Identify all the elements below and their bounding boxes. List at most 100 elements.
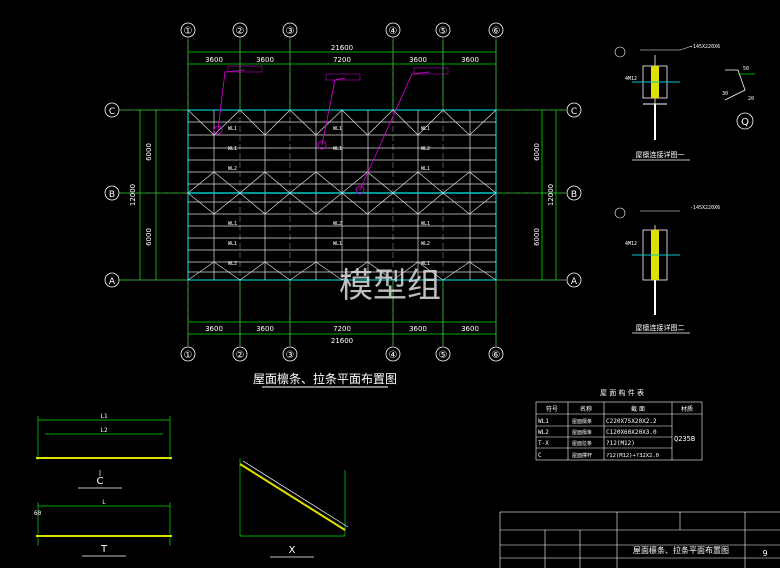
right-dimensions [496,109,566,281]
brace-line [469,261,497,281]
bottom-dim-5: 3600 [461,325,479,333]
table-header-section: 截 面 [631,405,645,413]
left-dim-1: 6000 [145,143,153,161]
brace-line [289,109,317,136]
table-row4-symbol: C [538,452,542,459]
detail-one-spec: -145X220X6 [690,44,720,50]
brace-line [239,109,266,136]
brace-line [289,171,317,194]
brace-line [442,261,470,281]
brace-line [367,109,394,136]
wl-label: WL1 [333,241,342,247]
brace-line [213,171,241,194]
brace-line [213,192,241,215]
brace-line [264,109,291,136]
detail-c-dim-l1: L1 [100,413,108,420]
rafter-lines [213,110,471,280]
axis-label-left-a: A [109,277,116,287]
main-title: 屋面檩条、拉条平面布置图 [253,371,397,386]
table-row1-section: C220X75X20X2.2 [606,418,657,425]
brace-line [239,261,266,281]
wl-label: WL1 [228,126,237,132]
axis-label-left-c: C [109,107,115,117]
brace-line [264,261,291,281]
brace-line [469,171,497,194]
axis-label-right-c: C [571,107,577,117]
brace-line [392,109,419,136]
detail-c-dim-l2: L2 [100,427,108,434]
wl-label: WL1 [421,221,430,227]
brace-line [469,192,497,215]
detail-two-title: 屋檩连接详图二 [636,323,685,332]
left-total-dim: 12000 [129,184,137,206]
detail-t-dim-60: 60 [34,510,42,517]
brace-line [289,192,317,215]
axis-label-top-2: ② [236,26,245,37]
title-block [499,511,780,568]
table-header-name: 名称 [580,405,592,413]
table-row4-section: ?12(M12)+?32X2.0 [606,453,659,459]
axis-label-bottom-4: ④ [389,350,398,361]
axis-label-right-b: B [571,190,577,200]
wl-label: WL1 [421,261,430,267]
axis-label-top-3: ③ [286,26,295,37]
brace-line [213,261,241,281]
axis-label-bottom-2: ② [236,350,245,361]
detail-t [36,502,172,546]
brace-line [187,109,215,136]
axis-label-bottom-6: ⑥ [492,350,501,361]
wl-labels: WL1WL1WL2WL1WL1WL2WL1WL1WL2WL1WL1WL2WL1W… [228,126,430,267]
detail-c-label: C [97,476,104,487]
bottom-dim-3: 7200 [333,325,351,333]
brace-line [392,171,419,194]
watermark: 模型组 [339,266,441,306]
brace-line [442,109,470,136]
section-q-dim-3: 20 [748,96,754,102]
roof-braces [187,109,497,281]
brace-line [264,171,291,194]
section-q-label: Q [741,117,749,128]
brace-line [417,171,444,194]
brace-line [341,109,368,136]
table-row2-name: 屋面檩条 [572,429,592,436]
member-table [535,401,703,461]
brace-line [315,109,343,136]
detail-t-dim-l: L [102,499,106,506]
detail-two-bolt: 4M12 [625,241,637,247]
bottom-dim-1: 3600 [205,325,223,333]
brace-line [264,192,291,215]
brace-line [417,261,444,281]
title-block-drawing-name: 屋面檩条、拉条平面布置图 [633,545,729,555]
wl-label: WL2 [228,166,237,172]
wl-label: WL2 [228,261,237,267]
axis-label-left-b: B [109,190,115,200]
table-row2-section: C120X60X20X3.0 [606,429,657,436]
detail-two: -145X220X6 4M12 屋檩连接详图二 [614,205,720,334]
detail-x [239,458,349,537]
brace-line [442,192,470,215]
table-row1-symbol: WL1 [538,418,549,425]
brace-line [442,171,470,194]
table-row3-symbol: T-X [538,440,549,447]
wl-label: WL2 [421,146,430,152]
top-total-dim: 21600 [331,44,353,52]
table-row2-symbol: WL2 [538,429,549,436]
section-q-dim-2: 30 [722,91,728,97]
wl-label: WL1 [421,166,430,172]
bottom-dim-4: 3600 [409,325,427,333]
axis-label-top-6: ⑥ [492,26,501,37]
wl-label: WL1 [228,221,237,227]
detail-two-spec: -145X220X6 [690,205,720,211]
wl-label: WL1 [333,126,342,132]
brace-line [417,192,444,215]
brace-line [341,171,368,194]
section-q-dim-1: 50 [743,66,749,72]
wl-label: WL2 [333,221,342,227]
table-header-symbol: 符号 [546,405,558,413]
brace-line [469,109,497,136]
table-material: Q235B [674,435,695,443]
axis-label-bottom-5: ⑤ [439,350,448,361]
right-dim-2: 6000 [533,228,541,246]
top-dim-3: 7200 [333,56,351,64]
